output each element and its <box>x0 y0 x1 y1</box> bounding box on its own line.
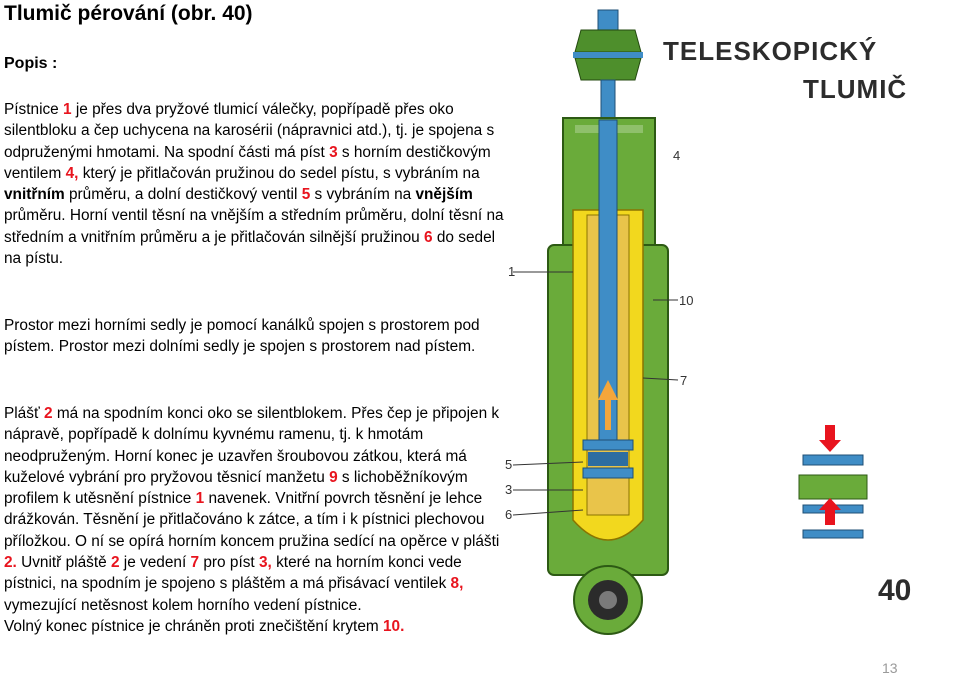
callout-label: 1 <box>508 264 515 279</box>
slide-title: Tlumič pérování (obr. 40) <box>4 2 253 25</box>
callout-label: 10 <box>679 293 693 308</box>
callout-label: 4 <box>673 148 680 163</box>
callout-label: 6 <box>505 507 512 522</box>
figure-heading-line2: TLUMIČ <box>803 74 907 104</box>
popis-label: Popis : <box>4 55 58 72</box>
figure-heading-line1: TELESKOPICKÝ <box>663 36 877 66</box>
callout-label: 7 <box>680 373 687 388</box>
page-number: 13 <box>882 660 898 676</box>
callout-label: 3 <box>505 482 512 497</box>
figure-number: 40 <box>878 574 911 607</box>
paragraph-valve-channels: Prostor mezi horními sedly je pomocí kan… <box>4 317 480 356</box>
telescopic-shock-absorber-illustration: TELESKOPICKÝ TLUMIČ 1 10 7 5 3 6 4 40 <box>505 9 911 635</box>
callout-label: 5 <box>505 457 512 472</box>
paragraph-housing-description: Plášť 2 má na spodním konci oko se silen… <box>4 405 500 635</box>
paragraph-piston-description: Pístnice 1 je přes dva pryžové tlumicí v… <box>4 101 504 268</box>
